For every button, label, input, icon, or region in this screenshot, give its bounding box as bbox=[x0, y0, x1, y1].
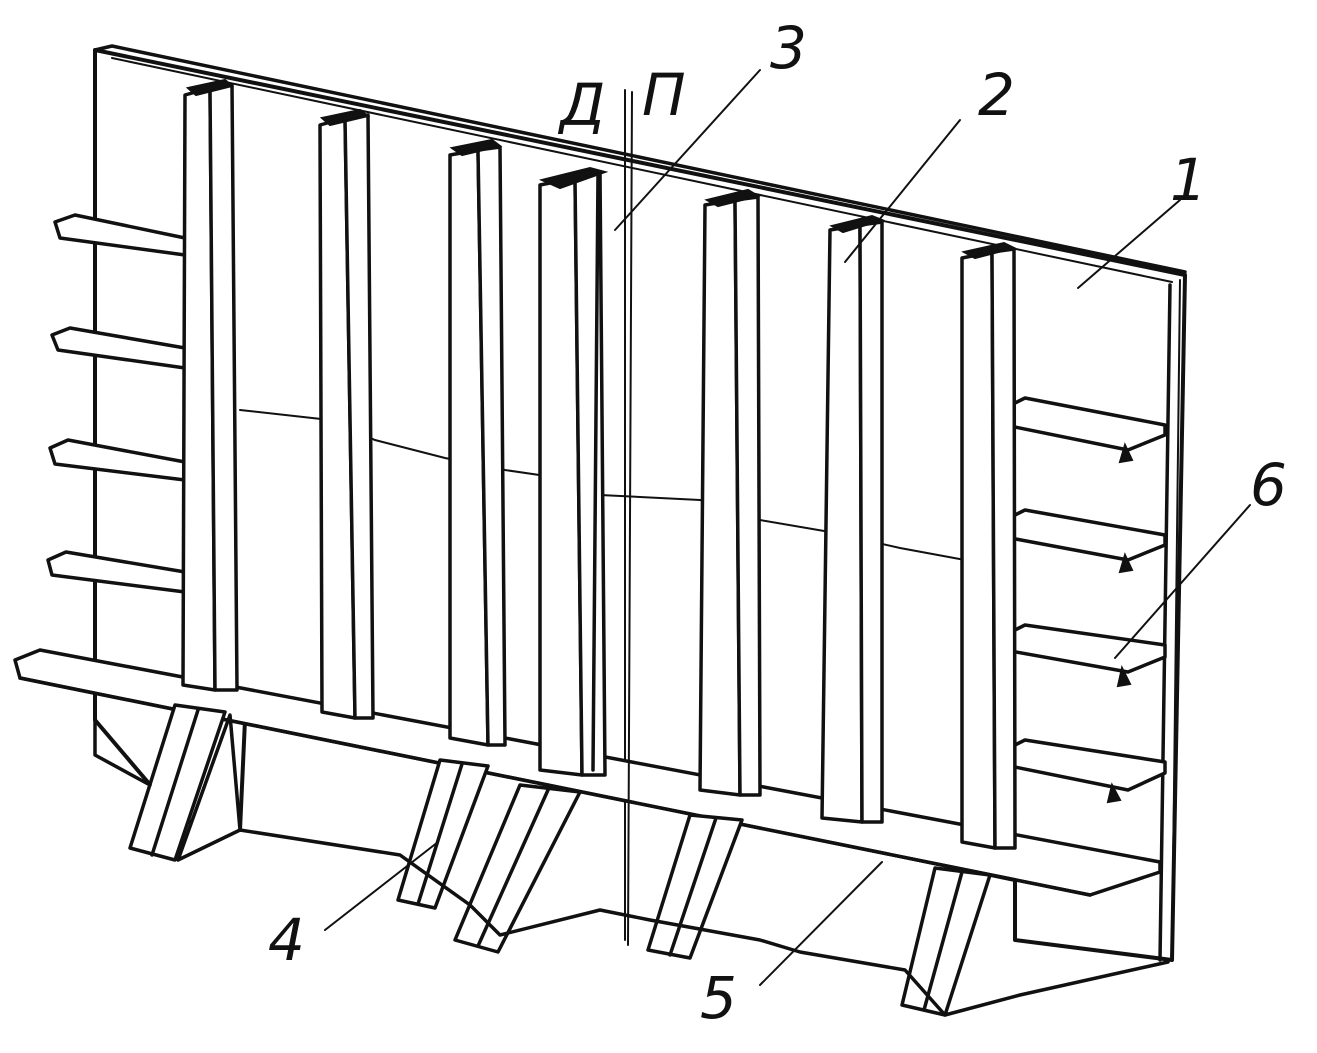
labels: 3 2 1 6 4 5 Д П bbox=[268, 14, 1287, 1032]
label-3: 3 bbox=[770, 14, 807, 82]
label-2: 2 bbox=[978, 61, 1015, 129]
label-6: 6 bbox=[1250, 451, 1287, 519]
centerline bbox=[627, 91, 633, 946]
label-5: 5 bbox=[700, 964, 737, 1032]
leader-lines bbox=[324, 69, 1251, 986]
label-p: П bbox=[642, 61, 686, 129]
bulkhead-plate bbox=[93, 44, 1187, 962]
bottom-brackets bbox=[93, 703, 1170, 1017]
label-d: Д bbox=[557, 71, 605, 139]
vertical-stiffeners bbox=[181, 78, 1017, 850]
label-4: 4 bbox=[268, 906, 305, 974]
label-1: 1 bbox=[1170, 146, 1207, 214]
